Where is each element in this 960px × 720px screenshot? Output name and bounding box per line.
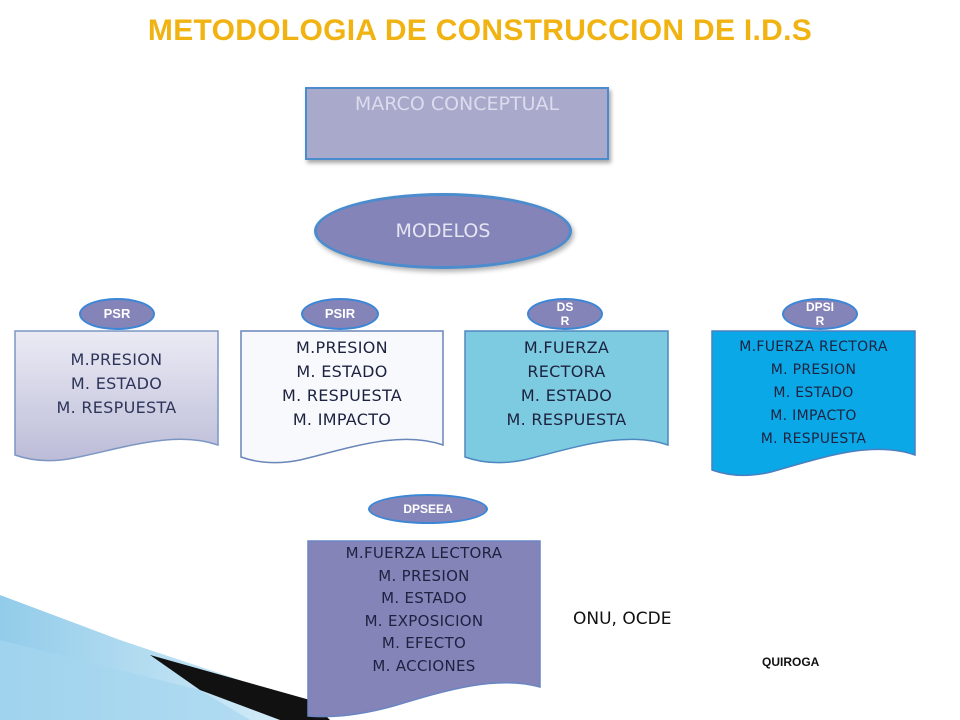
marco-conceptual-box: MARCO CONCEPTUAL xyxy=(305,87,609,160)
tag-dsr-line-2: R xyxy=(560,314,570,328)
doc-dsr-line: M. RESPUESTA xyxy=(506,410,627,429)
doc-psir-line: M. RESPUESTA xyxy=(281,386,403,405)
doc-dpsir-line: M. RESPUESTA xyxy=(760,431,867,447)
doc-dpsir: M.FUERZA RECTORA M. PRESION M. ESTADO M.… xyxy=(711,330,916,490)
doc-dpsir-line: M. ESTADO xyxy=(773,385,854,401)
footnote-author: QUIROGA xyxy=(762,655,820,669)
footnote-orgs: ONU, OCDE xyxy=(573,609,672,629)
modelos-ellipse: MODELOS xyxy=(314,193,572,269)
tag-psir: PSIR xyxy=(301,298,379,330)
tag-psir-label: PSIR xyxy=(324,306,356,321)
doc-dpsir-line: M. PRESION xyxy=(770,362,857,378)
tag-dpseea: DPSEEA xyxy=(368,494,488,524)
modelos-label: MODELOS xyxy=(395,220,491,242)
tag-dsr-line-1: DS xyxy=(556,300,574,314)
doc-dpseea-line: M. EFECTO xyxy=(381,634,467,652)
doc-psr-line: M.PRESION xyxy=(70,350,163,369)
doc-dsr-line: M.FUERZA xyxy=(523,338,610,357)
doc-dpseea: M.FUERZA LECTORA M. PRESION M. ESTADO M.… xyxy=(307,540,541,720)
tag-psr: PSR xyxy=(79,298,155,330)
marco-conceptual-label: MARCO CONCEPTUAL xyxy=(354,93,560,115)
doc-psir-line: M. ESTADO xyxy=(296,362,388,381)
tag-dpseea-label: DPSEEA xyxy=(403,502,453,516)
doc-dpseea-line: M. ACCIONES xyxy=(372,656,476,675)
doc-psir-line: M.PRESION xyxy=(296,338,388,357)
tag-dpsir-line-2: R xyxy=(815,314,825,328)
doc-psir-line: M. IMPACTO xyxy=(292,410,392,429)
doc-dsr-line: M. ESTADO xyxy=(520,386,613,405)
tag-psr-label: PSR xyxy=(103,306,131,321)
doc-dpseea-line: M. ESTADO xyxy=(381,589,467,607)
page-title: METODOLOGIA DE CONSTRUCCION DE I.D.S xyxy=(147,14,813,47)
doc-psir: M.PRESION M. ESTADO M. RESPUESTA M. IMPA… xyxy=(240,330,444,472)
doc-psr-line: M. ESTADO xyxy=(70,374,163,393)
doc-psr: M.PRESION M. ESTADO M. RESPUESTA xyxy=(14,330,219,470)
doc-dpsir-line: M.FUERZA RECTORA xyxy=(739,339,888,355)
doc-psr-line: M. RESPUESTA xyxy=(56,398,177,417)
doc-dpseea-line: M. PRESION xyxy=(378,566,470,585)
doc-dsr: M.FUERZA RECTORA M. ESTADO M. RESPUESTA xyxy=(464,330,669,472)
doc-dpseea-line: M. EXPOSICION xyxy=(364,611,484,630)
tag-dpsir-line-1: DPSI xyxy=(805,300,834,314)
doc-dpseea-line: M.FUERZA LECTORA xyxy=(345,544,503,562)
doc-dpsir-line: M. IMPACTO xyxy=(770,408,857,424)
doc-dsr-line: RECTORA xyxy=(527,362,606,381)
